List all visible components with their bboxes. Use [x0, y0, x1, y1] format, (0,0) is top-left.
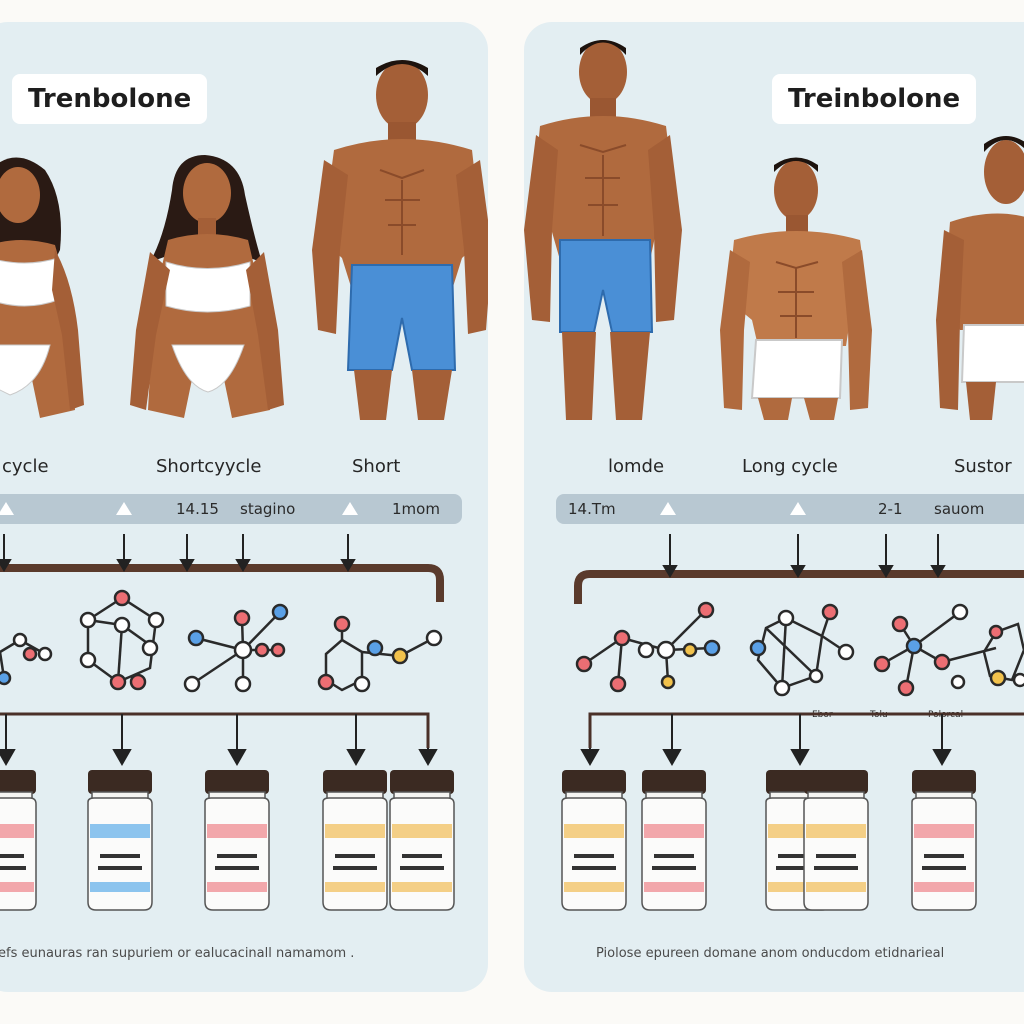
- right-cycle-label-1: lomde: [608, 456, 665, 477]
- timeline-marker-icon: [342, 502, 358, 515]
- male-figure-icon: [524, 40, 682, 420]
- left-timeline-label-3: 1mom: [392, 500, 440, 518]
- molecule-icon: [0, 632, 53, 686]
- molecule-icon: [749, 603, 855, 697]
- molecule-icon: [575, 601, 721, 693]
- vial-icon: [322, 770, 388, 911]
- vial-icon: [204, 770, 270, 911]
- vial-icon: [803, 770, 869, 911]
- female-figure-icon: [0, 157, 84, 418]
- right-title: Treinbolone: [772, 74, 977, 124]
- left-lower-bracket: [0, 712, 430, 748]
- down-arrow-icon: [580, 714, 952, 767]
- right-timeline-label-1: 14.Tm: [568, 500, 616, 518]
- right-footer: Piolose epureen domane anom onducdom eti…: [596, 946, 945, 961]
- left-title: Trenbolone: [12, 74, 208, 124]
- vial-icon: [911, 770, 977, 911]
- right-cycle-label-2: Long cycle: [742, 456, 838, 477]
- vial-icon: [561, 770, 627, 911]
- molecule-icon: [79, 589, 165, 691]
- left-footer: efs eunauras ran supuriem or ealucacinal…: [0, 946, 355, 961]
- right-cycle-label-3: Sustor: [954, 456, 1012, 477]
- left-bracket: [0, 564, 444, 602]
- right-timeline: 14.Tm 2-1 sauom: [556, 494, 1024, 524]
- male-figure-icon: [936, 136, 1024, 420]
- vial-icon: [389, 770, 455, 911]
- left-timeline-label-2: stagino: [240, 500, 296, 518]
- left-cycle-label-2: Shortcyycle: [156, 456, 262, 477]
- timeline-marker-icon: [790, 502, 806, 515]
- vial-icon: [87, 770, 153, 911]
- male-figure-icon: [312, 60, 488, 420]
- right-timeline-label-2: 2-1: [878, 500, 903, 518]
- right-lower-bracket: [588, 712, 1024, 748]
- timeline-marker-icon: [0, 502, 14, 515]
- vial-icon: [641, 770, 707, 911]
- vial-icon: [0, 770, 37, 911]
- female-figure-icon: [130, 155, 284, 418]
- left-cycle-label-3: Short: [352, 456, 401, 477]
- right-timeline-label-3: sauom: [934, 500, 985, 518]
- molecule-icon: [183, 603, 289, 693]
- right-connector-arrows: [662, 534, 946, 578]
- right-bracket: [574, 570, 1024, 604]
- molecule-icon: [873, 603, 1024, 697]
- left-connector-arrows: [0, 534, 356, 572]
- left-cycle-label-1: cycle: [2, 456, 49, 477]
- male-figure-icon: [720, 157, 872, 420]
- down-arrow-icon: [0, 714, 438, 767]
- timeline-marker-icon: [660, 502, 676, 515]
- left-timeline-label-1: 14.15: [176, 500, 219, 518]
- left-timeline: 14.15 stagino 1mom: [0, 494, 462, 524]
- molecule-icon: [317, 615, 443, 693]
- timeline-marker-icon: [116, 502, 132, 515]
